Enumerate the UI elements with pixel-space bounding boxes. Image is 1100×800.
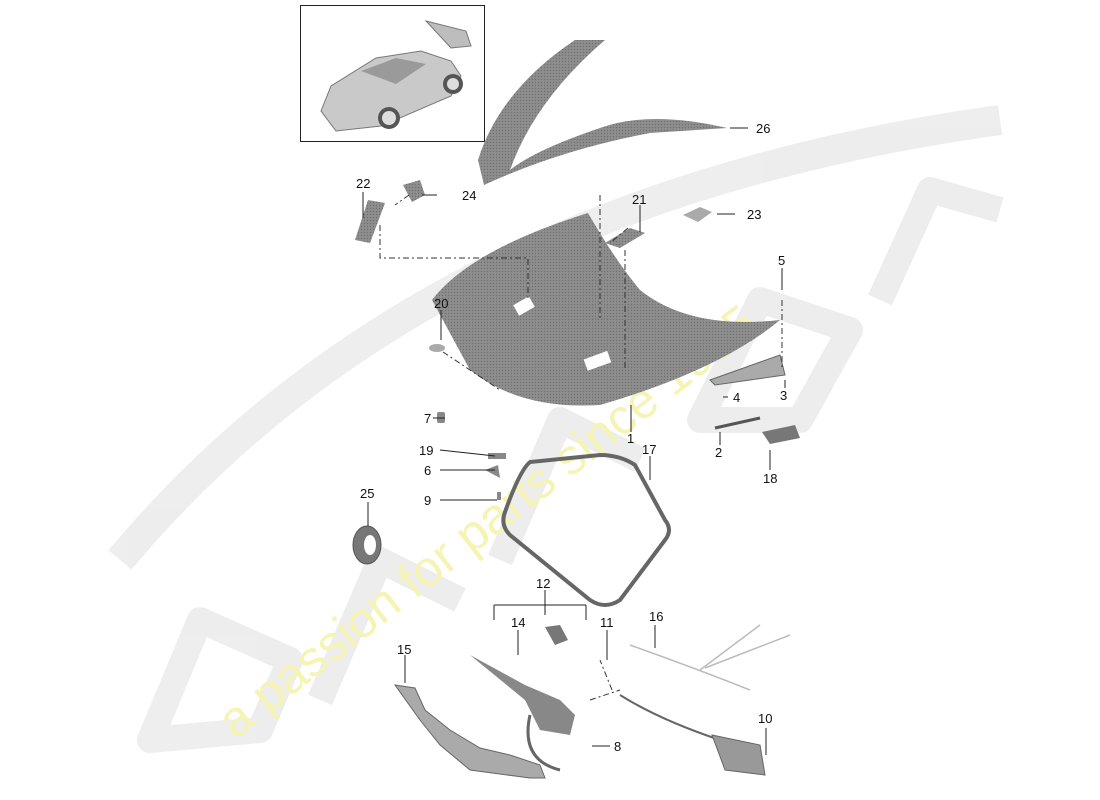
callout-9[interactable]: 9 — [424, 493, 432, 508]
callout-14[interactable]: 14 — [511, 615, 526, 630]
car-icon — [320, 20, 472, 132]
callout-25[interactable]: 25 — [360, 486, 375, 501]
callout-10[interactable]: 10 — [758, 711, 773, 726]
callout-5[interactable]: 5 — [778, 253, 786, 268]
callout-19[interactable]: 19 — [419, 443, 434, 458]
vehicle-thumbnail — [300, 5, 485, 142]
callout-4[interactable]: 4 — [733, 390, 741, 405]
callout-24[interactable]: 24 — [462, 188, 477, 203]
callout-12[interactable]: 12 — [536, 576, 551, 591]
callout-2[interactable]: 2 — [715, 445, 723, 460]
callout-8[interactable]: 8 — [614, 739, 622, 754]
callout-26[interactable]: 26 — [756, 121, 771, 136]
callout-11[interactable]: 11 — [600, 615, 614, 630]
callout-17[interactable]: 17 — [642, 442, 657, 457]
callout-3[interactable]: 3 — [780, 388, 788, 403]
seal — [501, 452, 671, 607]
lid-decal-trim — [478, 40, 727, 185]
callout-22[interactable]: 22 — [356, 176, 371, 191]
callout-16[interactable]: 16 — [649, 609, 664, 624]
callout-1[interactable]: 1 — [627, 431, 635, 446]
callout-7[interactable]: 7 — [424, 411, 432, 426]
front-lid — [432, 213, 780, 406]
callout-18[interactable]: 18 — [763, 471, 778, 486]
callout-20[interactable]: 20 — [434, 296, 449, 311]
callout-21[interactable]: 21 — [632, 192, 647, 207]
callout-6[interactable]: 6 — [424, 463, 432, 478]
callout-23[interactable]: 23 — [747, 207, 762, 222]
callout-15[interactable]: 15 — [397, 642, 412, 657]
